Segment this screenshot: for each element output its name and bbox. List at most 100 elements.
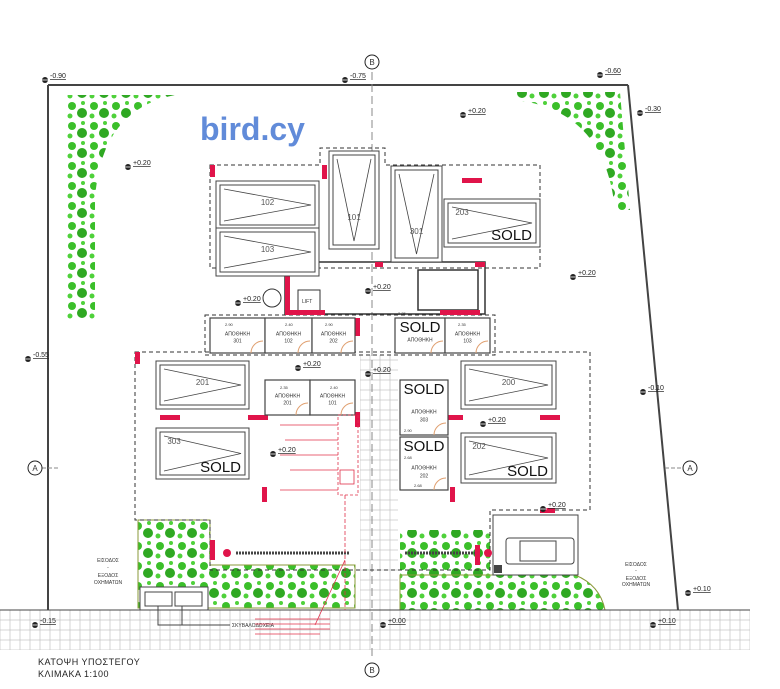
svg-text:102: 102 <box>284 339 293 345</box>
dimension-label: 2.90 <box>225 322 234 327</box>
axis-marker-a-right: A <box>665 460 698 476</box>
level-markers: -0.90-0.75-0.60-0.30+0.20+0.20+0.20+0.20… <box>23 68 711 629</box>
svg-text:101: 101 <box>328 401 337 407</box>
level-marker: -0.30 <box>635 106 661 117</box>
parking-number: 203 <box>455 208 469 217</box>
level-marker: +0.20 <box>568 270 596 281</box>
sold-label: SOLD <box>404 381 445 398</box>
svg-text:+0.20: +0.20 <box>468 108 486 115</box>
svg-text:301: 301 <box>233 339 242 345</box>
svg-text:ΕΞΟΔΟΣ: ΕΞΟΔΟΣ <box>98 573 119 579</box>
svg-text:ΑΠΟΘΗΚΗ: ΑΠΟΘΗΚΗ <box>411 410 437 416</box>
svg-text:-: - <box>107 565 109 571</box>
parking-number: 102 <box>261 198 275 207</box>
storage-room: ΑΠΟΘΗΚΗ 303 SOLD <box>399 379 449 436</box>
svg-text:ΑΠΟΘΗΚΗ: ΑΠΟΘΗΚΗ <box>320 394 346 400</box>
level-marker: -0.15 <box>30 618 56 629</box>
building-outline <box>134 147 591 571</box>
svg-text:ΑΠΟΘΗΚΗ: ΑΠΟΘΗΚΗ <box>275 394 301 400</box>
level-marker: +0.10 <box>683 586 711 597</box>
parking-number: 200 <box>502 378 516 387</box>
level-marker: +0.20 <box>293 361 321 372</box>
level-marker: -0.75 <box>340 73 366 84</box>
lift-label: LIFT <box>302 299 312 305</box>
dimension-label: 2.40 <box>330 385 339 390</box>
garden-bottom-right <box>399 574 606 611</box>
level-marker: +0.10 <box>648 618 676 629</box>
svg-text:ΑΠΟΘΗΚΗ: ΑΠΟΘΗΚΗ <box>407 338 433 344</box>
svg-text:ΑΠΟΘΗΚΗ: ΑΠΟΘΗΚΗ <box>455 332 481 338</box>
svg-text:-: - <box>635 568 637 574</box>
watermark: bird.cy <box>200 111 305 147</box>
svg-text:-0.30: -0.30 <box>645 106 661 113</box>
dimension-label: 2.68 <box>414 483 423 488</box>
level-marker: +0.20 <box>123 160 151 171</box>
svg-text:303: 303 <box>420 418 429 424</box>
site-boundary <box>0 84 750 611</box>
level-marker: +0.20 <box>363 367 391 378</box>
dimension-label: 2.90 <box>404 428 413 433</box>
entrance-left-label: ΕΙΣΟΔΟΣ - ΕΞΟΔΟΣ ΟΧΗΜΑΤΩΝ <box>94 558 123 586</box>
level-marker: +0.20 <box>538 502 566 513</box>
svg-text:ΕΙΣΟΔΟΣ: ΕΙΣΟΔΟΣ <box>97 558 119 564</box>
svg-text:ΟΧΗΜΑΤΩΝ: ΟΧΗΜΑΤΩΝ <box>622 582 651 588</box>
parking-number: 301 <box>410 227 424 236</box>
svg-text:ΕΙΣΟΔΟΣ: ΕΙΣΟΔΟΣ <box>625 562 647 568</box>
svg-text:103: 103 <box>463 339 472 345</box>
svg-text:ΑΠΟΘΗΚΗ: ΑΠΟΘΗΚΗ <box>276 332 302 338</box>
parking-bay: 102 <box>215 180 320 230</box>
bins-label: ΣΚΥΒΑΛΟΔΟΧΕΙΑ <box>232 623 275 629</box>
garden-top-left <box>65 95 175 320</box>
svg-text:-0.90: -0.90 <box>50 73 66 80</box>
accessible-icon <box>494 565 502 573</box>
svg-text:ΑΠΟΘΗΚΗ: ΑΠΟΘΗΚΗ <box>321 332 347 338</box>
level-marker: -0.55 <box>23 352 49 363</box>
axis-marker-b-bottom: B <box>364 662 380 678</box>
axis-marker-a-left: A <box>27 460 60 476</box>
svg-text:+0.20: +0.20 <box>303 361 321 368</box>
garage <box>492 514 579 576</box>
dimension-label: 2.40 <box>285 322 294 327</box>
level-marker: +0.20 <box>478 417 506 428</box>
red-annotations <box>255 414 359 635</box>
svg-text:201: 201 <box>283 401 292 407</box>
svg-text:+0.20: +0.20 <box>488 417 506 424</box>
level-marker: +0.20 <box>363 284 391 295</box>
svg-text:+0.20: +0.20 <box>373 284 391 291</box>
parking-bay: 301 <box>390 165 443 263</box>
parking-bay: 103 <box>215 227 320 277</box>
dimension-label: 2.90 <box>325 322 334 327</box>
dimension-label: 2.35 <box>280 385 289 390</box>
svg-text:202: 202 <box>329 339 338 345</box>
svg-text:+0.20: +0.20 <box>373 367 391 374</box>
sidewalk <box>0 610 750 650</box>
sold-label: SOLD <box>507 463 548 480</box>
level-marker: +0.20 <box>233 296 261 307</box>
svg-text:ΑΠΟΘΗΚΗ: ΑΠΟΘΗΚΗ <box>225 332 251 338</box>
parking-bay: 201 <box>155 360 250 410</box>
parking-bay: 200 <box>460 360 557 410</box>
level-marker: -0.90 <box>40 73 66 84</box>
svg-text:+0.20: +0.20 <box>133 160 151 167</box>
svg-text:-0.15: -0.15 <box>40 618 56 625</box>
parking-number: 101 <box>347 213 361 222</box>
svg-text:-0.10: -0.10 <box>648 385 664 392</box>
svg-text:ΕΞΟΔΟΣ: ΕΞΟΔΟΣ <box>626 576 647 582</box>
parking-bay: 101 <box>328 150 380 250</box>
level-marker: +0.00 <box>378 618 406 629</box>
parking-number: 201 <box>196 378 210 387</box>
dimension-label: 2.35 <box>458 322 467 327</box>
svg-text:+0.10: +0.10 <box>693 586 711 593</box>
svg-text:+0.20: +0.20 <box>548 502 566 509</box>
svg-text:ΟΧΗΜΑΤΩΝ: ΟΧΗΜΑΤΩΝ <box>94 580 123 586</box>
svg-text:+0.20: +0.20 <box>278 447 296 454</box>
